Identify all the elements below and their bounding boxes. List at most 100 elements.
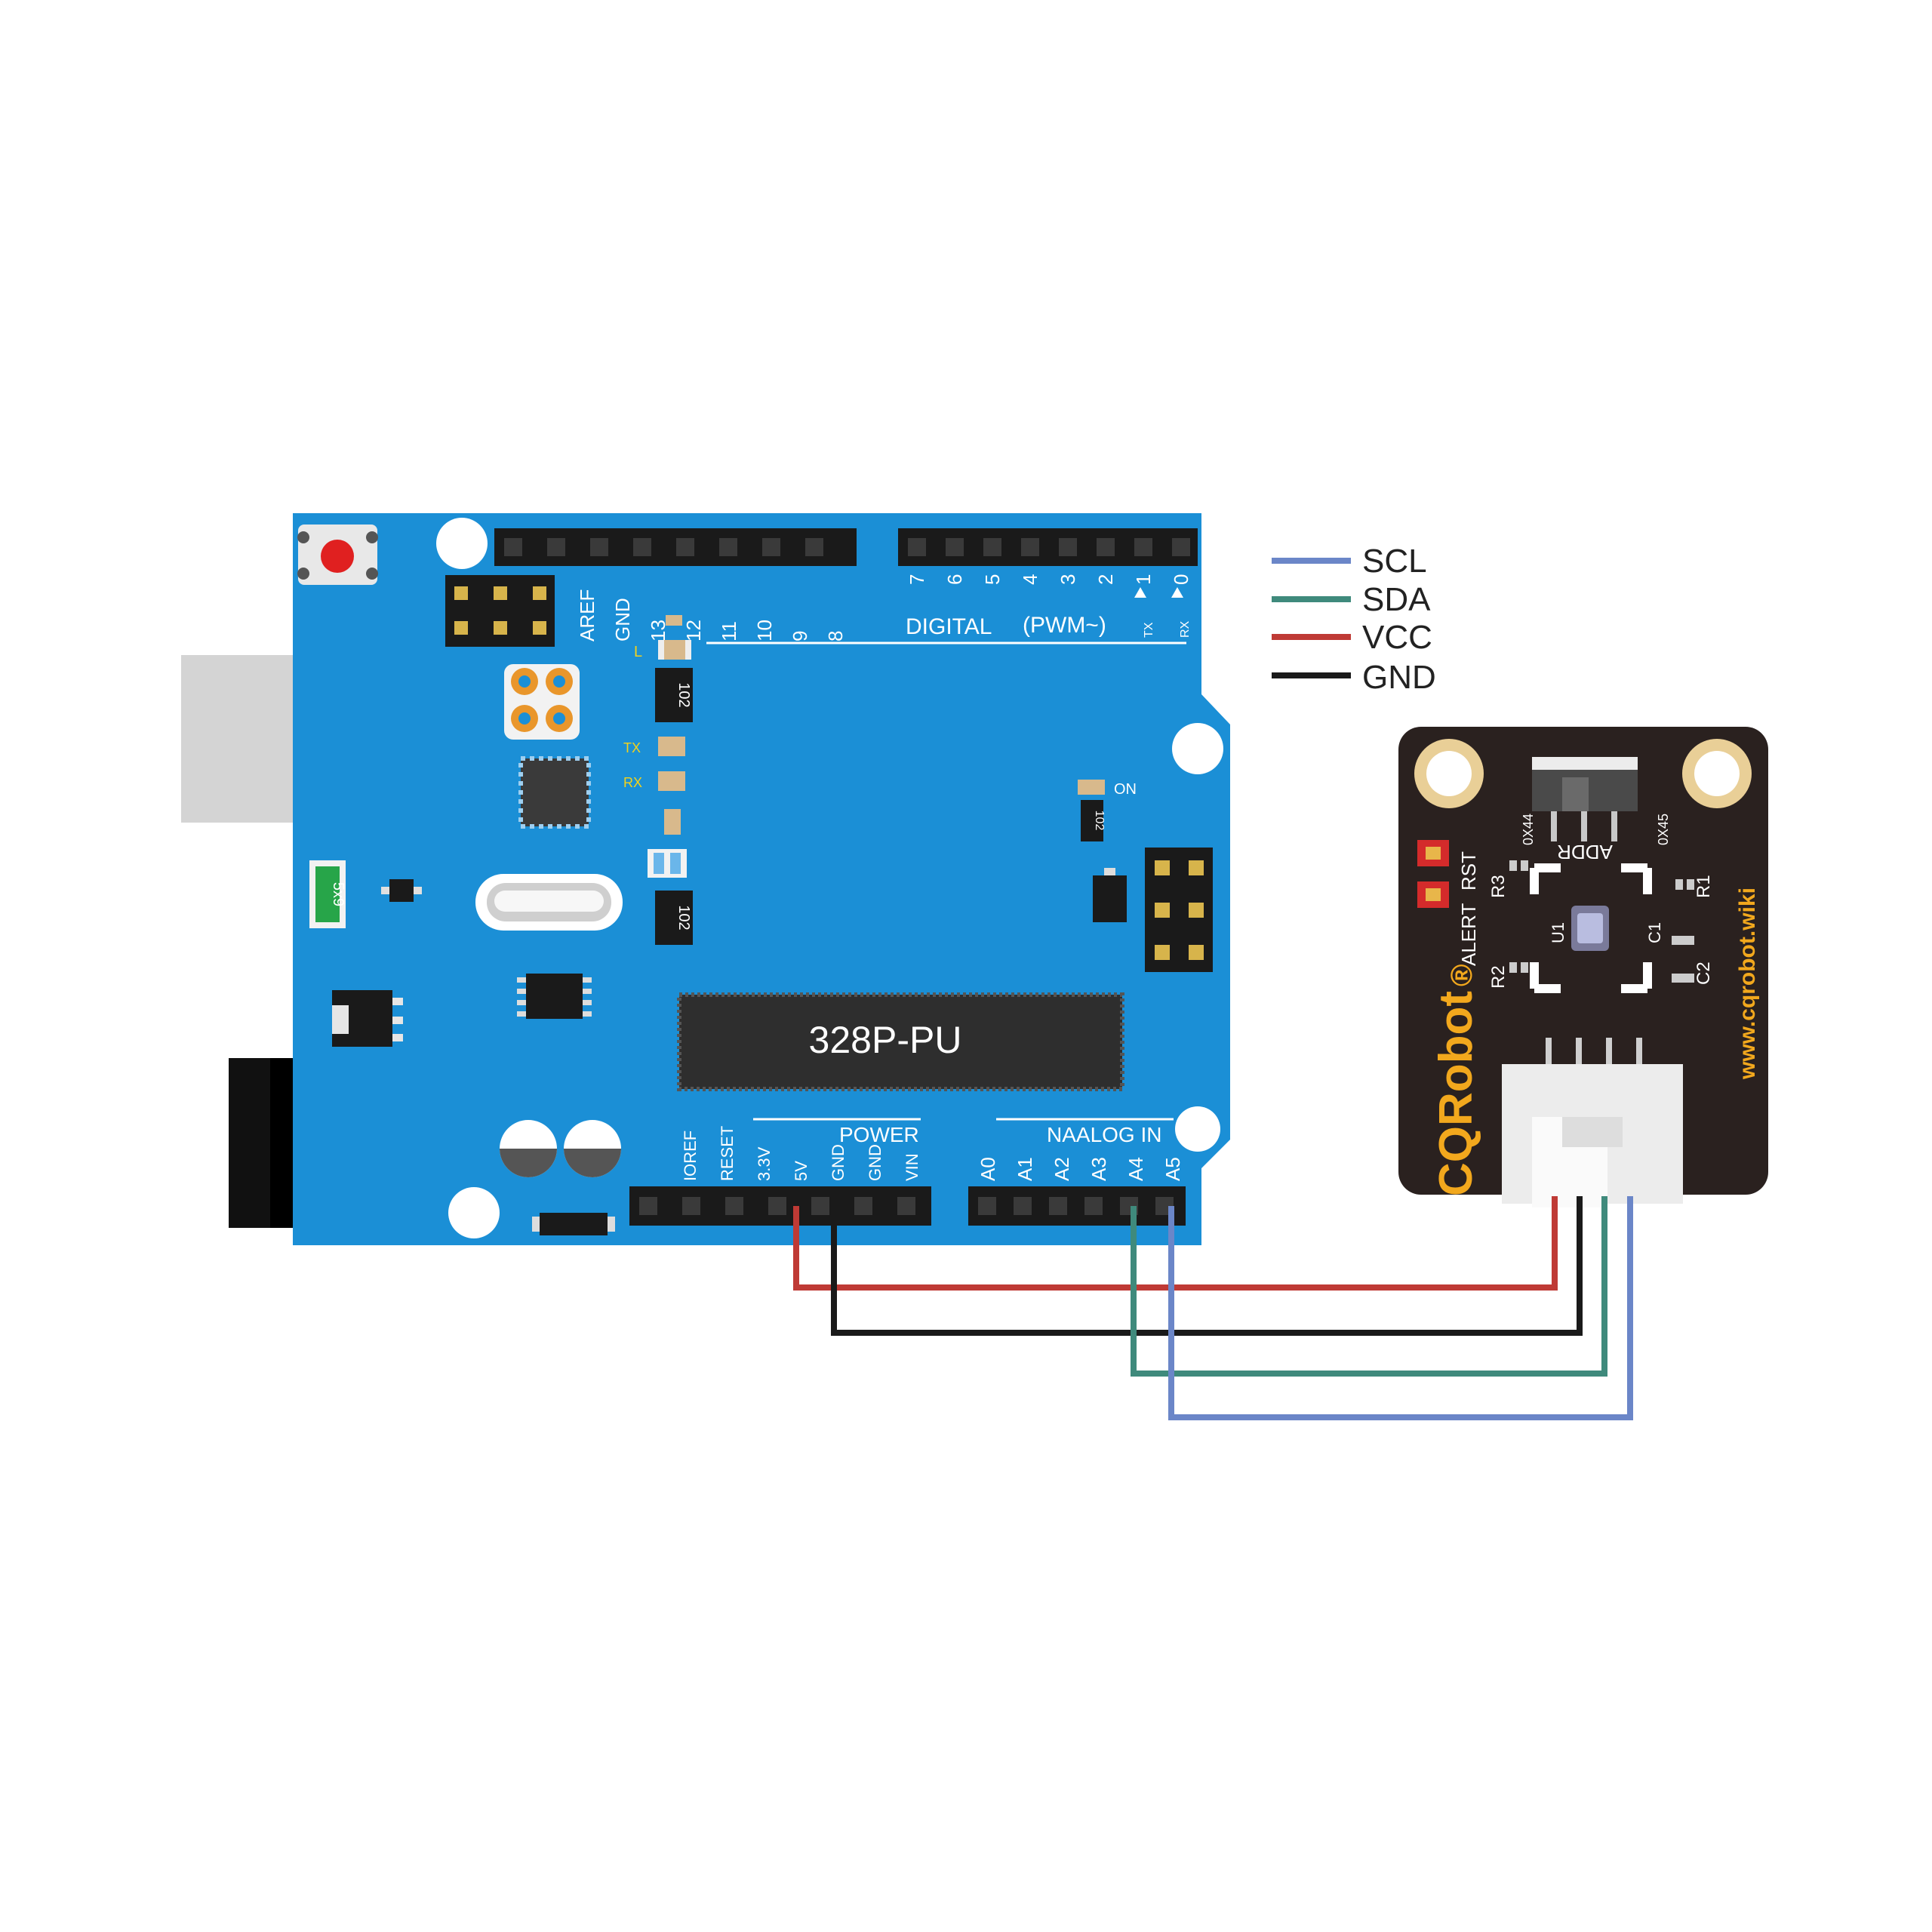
pin-label: 5	[981, 574, 1004, 585]
header-pin	[811, 1197, 829, 1215]
header-pin	[762, 538, 780, 556]
sensor-ic-frame	[1530, 863, 1652, 993]
jst-connector	[1502, 1038, 1683, 1208]
resistor-3-label: 102	[1093, 811, 1106, 831]
addr-left-label: 0X44	[1521, 814, 1536, 845]
header-pin	[547, 538, 565, 556]
analog-header	[968, 1186, 1186, 1226]
pin-label: 11	[718, 621, 740, 641]
pin-label: 9	[789, 631, 811, 641]
wire-sda	[1131, 1196, 1607, 1377]
header-pin	[983, 538, 1001, 556]
digital-header-right	[898, 528, 1198, 566]
pin-label: 6	[943, 574, 966, 585]
soic-chip	[517, 974, 592, 1019]
brand-logo: CQRobot ®	[1430, 964, 1482, 1196]
jumper-pads	[504, 664, 580, 740]
c1-label: C1	[1645, 922, 1664, 943]
pin-label: 3.3V	[755, 1146, 774, 1181]
header-pin	[682, 1197, 700, 1215]
rx-small-label: RX	[1179, 620, 1192, 638]
header-pin	[633, 538, 651, 556]
pin-label: A2	[1051, 1157, 1073, 1181]
tx-small-label: TX	[1143, 622, 1155, 638]
legend-label-scl: SCL	[1362, 543, 1427, 580]
pin-label: 8	[824, 631, 847, 641]
pin-label: 3	[1057, 574, 1079, 585]
resistor-1-label: 102	[675, 682, 692, 707]
r3-label: R3	[1488, 875, 1509, 898]
wire-legend: SCL SDA VCC GND	[1272, 543, 1436, 696]
crystal-oscillator	[475, 874, 623, 931]
alert-rst-pads	[1417, 840, 1449, 908]
brand-registered: ®	[1445, 964, 1478, 986]
led-rx-label: RX	[623, 775, 642, 790]
header-pin	[590, 538, 608, 556]
header-pin	[1172, 538, 1190, 556]
dip-switch	[648, 849, 687, 878]
pin-label: 10	[753, 620, 776, 641]
pin-label: 4	[1019, 574, 1041, 585]
pin-label: GND	[611, 598, 634, 641]
wire-gnd	[831, 1196, 1583, 1336]
led-on: ON 102	[1078, 780, 1137, 841]
pin-label: 2	[1094, 574, 1117, 585]
pin-label: GND	[866, 1144, 884, 1181]
header-pin	[1134, 538, 1152, 556]
cqrobot-sensor-module: 0X44 0X45 ADDR RST ALERT U1 C1 C2 R1 R2 …	[1398, 727, 1768, 1208]
reset-button	[297, 525, 378, 585]
icsp-header-top	[445, 575, 555, 647]
chip-label: 328P-PU	[809, 1019, 962, 1061]
alert-label: ALERT	[1457, 903, 1480, 966]
pin-label: GND	[829, 1144, 848, 1181]
led-rx: RX	[623, 771, 685, 791]
rx-arrow-icon	[1171, 587, 1183, 598]
fuse-label: 5x9	[330, 882, 346, 906]
pin-label: A4	[1124, 1157, 1147, 1181]
pin-label: RESET	[718, 1126, 737, 1181]
header-pin	[1059, 538, 1077, 556]
pin-label: VIN	[903, 1153, 921, 1181]
module-mount-hole	[1414, 739, 1484, 808]
transistor	[389, 879, 414, 902]
pin-label: A0	[977, 1157, 999, 1181]
power-header	[629, 1186, 931, 1226]
header-pin	[946, 538, 964, 556]
r2-label: R2	[1488, 965, 1509, 989]
pin-label: AREF	[576, 589, 598, 641]
pin-label: 0	[1170, 574, 1192, 585]
header-pin	[897, 1197, 915, 1215]
pin-label: 1	[1132, 574, 1155, 585]
header-pin	[719, 538, 737, 556]
rst-label: RST	[1457, 851, 1480, 891]
header-pin	[768, 1197, 786, 1215]
led-l: L	[634, 615, 691, 660]
electrolytic-capacitor	[500, 1120, 557, 1177]
icsp-header-right	[1145, 848, 1213, 972]
wires	[793, 1196, 1633, 1420]
led-tx: TX	[623, 737, 685, 756]
header-pin	[676, 538, 694, 556]
wire-scl	[1168, 1196, 1633, 1420]
module-url: www.cqrobot.wiki	[1735, 888, 1760, 1080]
mount-hole	[1172, 723, 1223, 774]
header-pin	[1049, 1197, 1067, 1215]
usb-chip	[518, 756, 591, 829]
pwm-label: (PWM~)	[1023, 613, 1106, 638]
legend-label-gnd: GND	[1362, 659, 1436, 696]
addr-switch[interactable]	[1532, 757, 1638, 841]
digital-header-left	[494, 528, 857, 566]
header-pin	[504, 538, 522, 556]
led-on-label: ON	[1114, 781, 1137, 798]
legend-label-sda: SDA	[1362, 581, 1431, 618]
legend-label-vcc: VCC	[1362, 619, 1432, 656]
atmega-chip: 328P-PU	[677, 992, 1124, 1091]
header-pin	[978, 1197, 996, 1215]
u1-label: U1	[1549, 922, 1567, 943]
power-label: POWER	[839, 1123, 919, 1146]
pin-label: A3	[1088, 1157, 1110, 1181]
c2-label: C2	[1694, 961, 1714, 985]
led-l-label: L	[634, 644, 642, 660]
pin-label: 5V	[792, 1161, 811, 1181]
voltage-regulator	[332, 990, 403, 1047]
